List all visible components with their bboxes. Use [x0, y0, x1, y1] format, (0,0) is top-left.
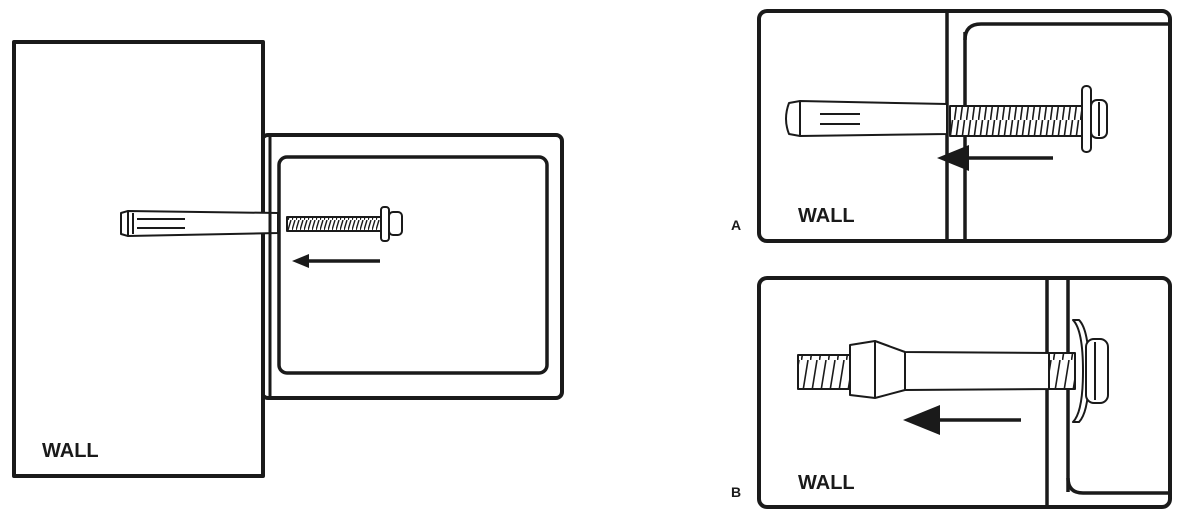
detail-a-letter: A: [731, 217, 741, 233]
detail-b-screw-shaft: [1048, 352, 1076, 390]
detail-b-wall-label: WALL: [798, 472, 855, 494]
wall-plug: [120, 210, 279, 237]
detail-b-screw-head: [1072, 319, 1109, 423]
insertion-arrow: [292, 254, 380, 268]
detail-b-screw-tip: [797, 354, 851, 390]
detail-a-screw-head: [1081, 85, 1108, 153]
screw-shaft: [286, 216, 383, 232]
cabinet-inner-panel: [277, 155, 549, 375]
detail-b-letter: B: [731, 484, 741, 500]
detail-a-panel: [757, 9, 1172, 243]
wall-block: [12, 40, 265, 478]
main-wall-label: WALL: [42, 440, 99, 462]
main-diagram: [12, 40, 564, 478]
detail-b-panel: [757, 276, 1172, 509]
detail-b-expanded-plug: [849, 340, 1053, 399]
detail-b-frame: [757, 276, 1172, 509]
detail-a-arrow: [937, 145, 1053, 171]
detail-a-plug: [785, 100, 948, 137]
detail-a-screw-shaft: [949, 105, 1083, 137]
detail-b-arrow: [903, 405, 1021, 435]
detail-a-wall-label: WALL: [798, 205, 855, 227]
screw-head: [380, 206, 403, 242]
